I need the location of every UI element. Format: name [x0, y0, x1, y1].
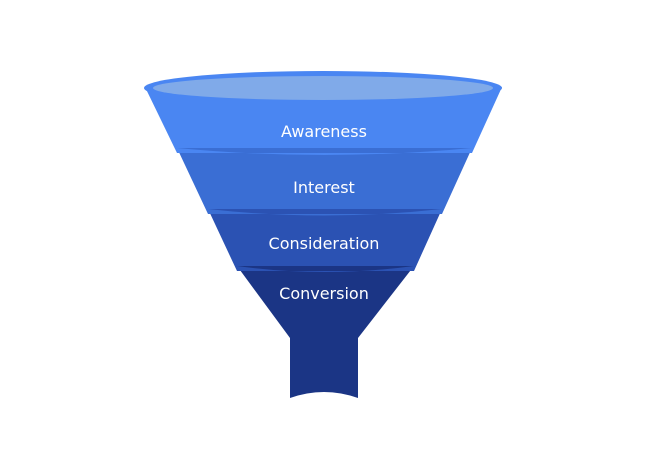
- funnel-stage-consideration: [208, 209, 442, 271]
- funnel-stage-consideration-curve: [237, 266, 414, 272]
- stage-label-consideration: Consideration: [269, 234, 380, 253]
- funnel-stage-interest: [177, 148, 472, 214]
- stage-label-awareness: Awareness: [281, 122, 367, 141]
- funnel-rim-opening: [153, 76, 493, 100]
- funnel-stage-awareness: [145, 87, 502, 153]
- funnel-spout: [290, 334, 358, 398]
- funnel-stage-interest-curve: [208, 209, 442, 216]
- stage-label-interest: Interest: [293, 178, 355, 197]
- stage-label-conversion: Conversion: [279, 284, 369, 303]
- funnel-stage-conversion: [237, 266, 414, 338]
- funnel-stage-awareness-curve: [177, 148, 472, 155]
